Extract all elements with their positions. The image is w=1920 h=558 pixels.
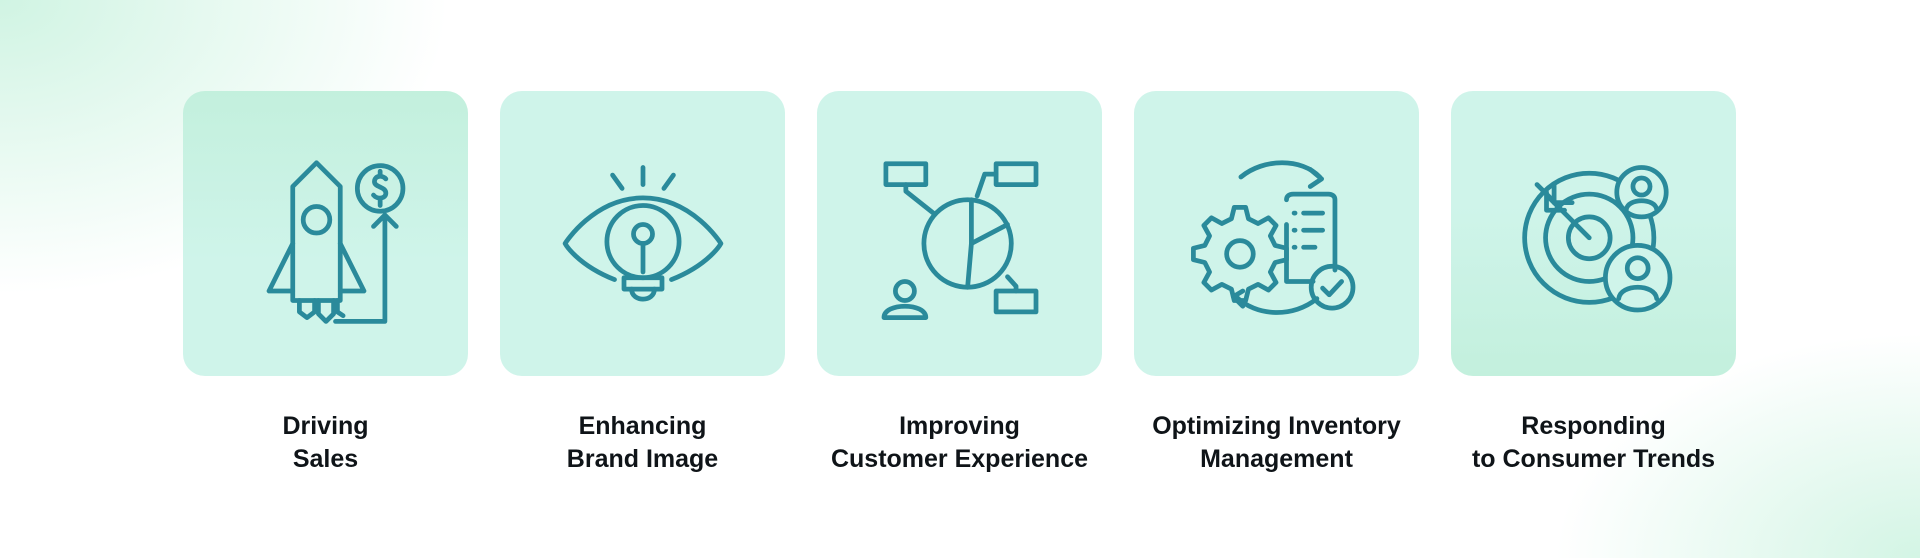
title-line-2: to Consumer Trends [1471, 445, 1716, 473]
card-optimizing-inventory-management: Optimizing Inventory Management [1134, 91, 1419, 476]
title-line-1: Optimizing Inventory [1152, 412, 1401, 440]
eye-lightbulb-icon [562, 164, 723, 301]
title-line-1: Enhancing [578, 412, 707, 440]
icon-tile [1451, 91, 1736, 376]
title-line-2: Brand Image [566, 445, 719, 473]
card-responding-to-consumer-trends: Responding to Consumer Trends [1451, 91, 1736, 476]
card-improving-customer-experience: Improving Customer Experience [817, 91, 1102, 476]
title-line-2: Sales [292, 445, 359, 473]
target-users-icon [1521, 164, 1672, 312]
title-line-2: Management [1200, 445, 1353, 473]
icon-tile [1134, 91, 1419, 376]
title-line-1: Driving [282, 412, 369, 440]
card-title: Improving Customer Experience [831, 410, 1088, 476]
icon-tile [183, 91, 468, 376]
card-title: Optimizing Inventory Management [1152, 410, 1401, 476]
icon-tile [500, 91, 785, 376]
card-title: Driving Sales [282, 410, 368, 476]
card-driving-sales: Driving Sales [183, 91, 468, 476]
title-line-1: Responding [1521, 412, 1666, 440]
card-title: Enhancing Brand Image [567, 410, 718, 476]
gear-document-cycle-icon [1190, 159, 1355, 315]
icon-tile [817, 91, 1102, 376]
rocket-dollar-icon [266, 159, 405, 324]
card-title: Responding to Consumer Trends [1472, 410, 1715, 476]
pie-chart-network-icon [881, 160, 1038, 320]
feature-cards: Driving Sales Enhancing Brand Image [183, 91, 1736, 476]
card-enhancing-brand-image: Enhancing Brand Image [500, 91, 785, 476]
title-line-1: Improving [899, 412, 1020, 440]
title-line-2: Customer Experience [830, 445, 1089, 473]
